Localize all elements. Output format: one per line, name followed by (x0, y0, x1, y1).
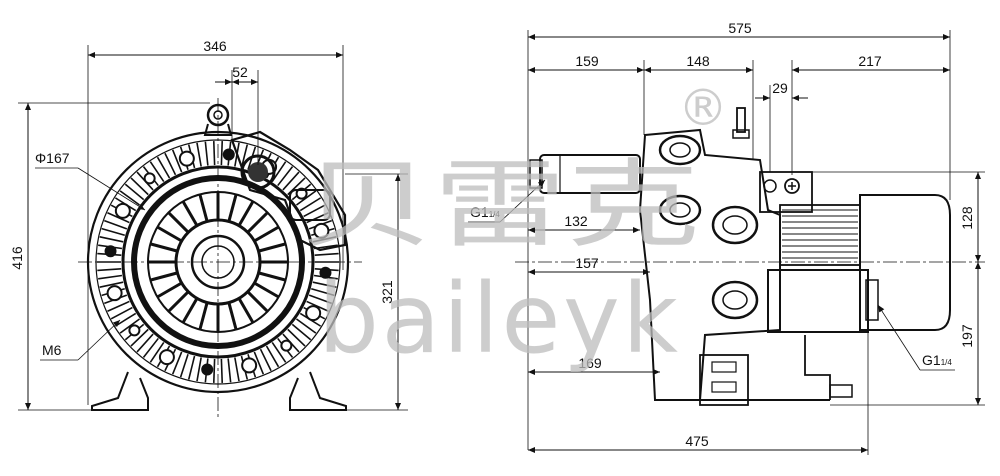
terminal-box (759, 171, 813, 213)
dim-mid-offset-label: 157 (575, 255, 599, 271)
mount-bracket (699, 354, 749, 406)
bolt-holes (104, 148, 332, 376)
dim-diameter-label: Φ167 (35, 150, 70, 166)
right-foot (289, 371, 347, 411)
port-top-label: G11/4 (470, 204, 500, 220)
port-bottom-label: G11/4 (922, 352, 952, 368)
dim-small-label: 29 (772, 80, 788, 96)
side-view (515, 107, 985, 406)
dim-lower-height-label: 197 (959, 324, 975, 348)
dim-lower-offset-label: 169 (578, 355, 602, 371)
dim-upper-height-label: 128 (959, 206, 975, 230)
dim-offset-label: 52 (232, 64, 248, 80)
outlet-silencer (767, 269, 869, 333)
watermark-cn: 贝雷克 (300, 149, 700, 261)
motor-fan-cover (859, 194, 951, 331)
dim-seg-mid-label: 148 (686, 53, 710, 69)
front-view (78, 98, 362, 418)
watermark-en: baileyk (318, 263, 678, 375)
watermark: 贝雷克 baileyk ® (300, 79, 728, 375)
dim-base-length-label: 475 (685, 433, 709, 449)
dim-seg-right-label: 217 (858, 53, 882, 69)
dim-width-label: 346 (203, 38, 227, 54)
dim-inner-height-label: 321 (379, 280, 395, 304)
watermark-registered-mark: ® (678, 79, 728, 137)
front-dimensions: 346 52 416 321 Φ167 M6 (9, 38, 408, 411)
blower-body (638, 128, 781, 401)
inlet-silencer (539, 154, 641, 194)
dim-height-label: 416 (9, 246, 25, 270)
dim-inlet-offset-label: 132 (564, 213, 588, 229)
inlet-housing (230, 130, 347, 252)
dim-seg-left-label: 159 (575, 53, 599, 69)
left-foot (91, 371, 149, 411)
dim-total-length-label: 575 (728, 20, 752, 36)
dim-bolt-label: M6 (42, 342, 62, 358)
motor-fins-upper (779, 204, 861, 266)
side-dimensions: 575 159 148 217 29 132 157 169 475 128 (468, 20, 985, 455)
